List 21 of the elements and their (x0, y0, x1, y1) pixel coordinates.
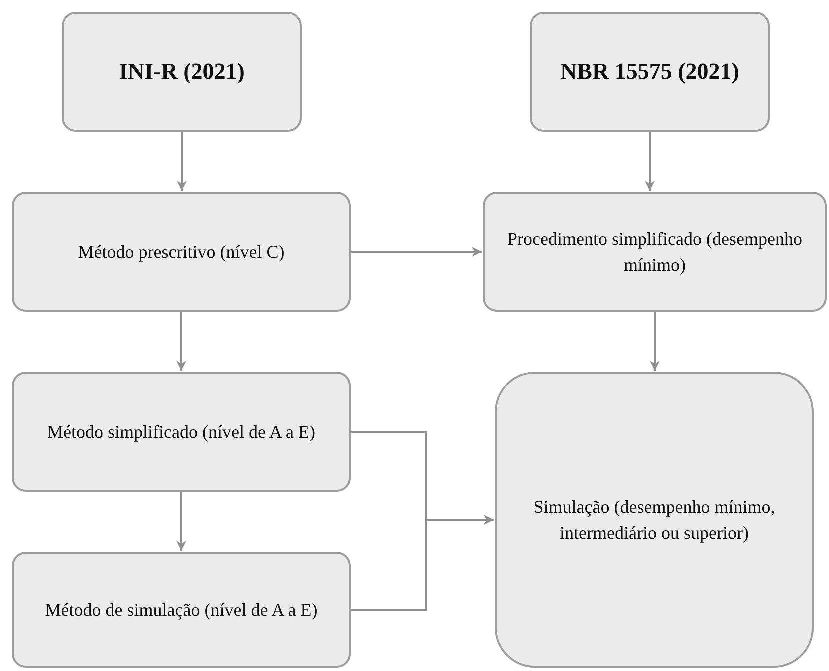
process-box (530, 12, 770, 132)
heading-text: INI-R (2021) (119, 58, 245, 86)
process-box (12, 372, 351, 492)
arrow (176, 492, 186, 551)
heading-text: NBR 15575 (2021) (560, 58, 740, 86)
process-box (483, 192, 827, 312)
process-box (12, 552, 351, 668)
box-text: Simulação (desempenho mínimo, intermediário ou superior) (532, 496, 776, 545)
arrow (650, 312, 660, 371)
arrow (176, 312, 186, 371)
box-text: Método de simulação (nível de A a E) (45, 598, 318, 622)
arrow (645, 132, 655, 191)
arrow (351, 515, 494, 611)
arrow (351, 247, 482, 257)
box-text: Método prescritivo (nível C) (78, 240, 285, 264)
box-text: Procedimento simplificado (desempenho mínimo) (506, 228, 804, 277)
process-box (495, 372, 814, 668)
arrow (177, 132, 187, 191)
box-text: Método simplificado (nível de A a E) (48, 420, 316, 444)
process-box (12, 192, 351, 312)
process-box (62, 12, 302, 132)
